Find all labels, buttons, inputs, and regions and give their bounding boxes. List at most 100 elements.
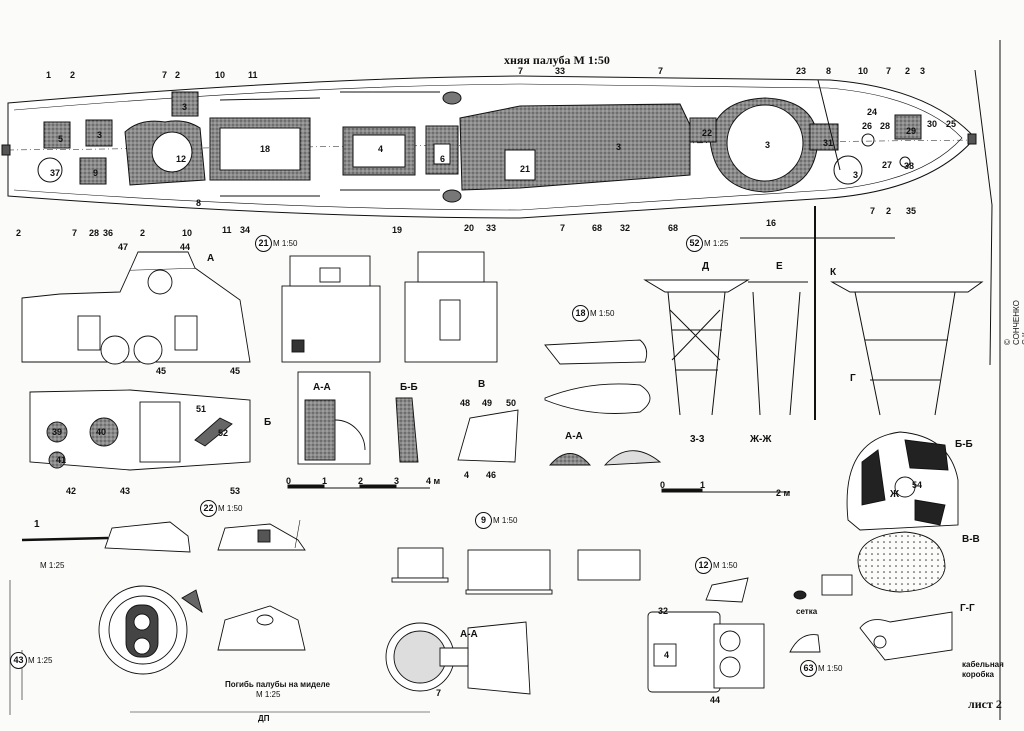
section-a-marker: А [207,253,215,264]
detail-callout: 41 [56,455,67,465]
deck-callout: 68 [592,223,603,233]
deck-callout: 35 [906,206,917,216]
section-d-marker: Д [702,261,710,272]
scale-tick-1: 1 [322,476,328,486]
deck-callout: 32 [620,223,631,233]
scale2-tick-0: 0 [660,480,666,490]
deck-callout: 68 [668,223,679,233]
detail-callout: 44 [180,242,191,252]
detail-18-scale: М 1:50 [590,309,615,318]
detail-callout: 52 [218,428,229,438]
view-21-wheelhouse [21,251,251,471]
deck-callout: 3 [853,170,859,180]
deck-callout: 5 [58,134,64,144]
detail-callout: 50 [506,398,517,408]
deck-callout: 10 [215,70,226,80]
deck-callout: 27 [882,160,893,170]
detail-callout: 51 [196,404,207,414]
detail-18-circle: 18 [572,305,589,322]
deck-callout: 11 [222,225,232,235]
section-bb-21: Б-Б [400,382,418,393]
detail-callout: 43 [120,486,131,496]
deck-callout: 11 [248,70,258,80]
deck-callout: 1 [46,70,52,80]
detail-21-circle: 21 [255,235,272,252]
section-v-marker: В [478,379,486,390]
deck-callout: 34 [240,225,251,235]
detail-callout: 39 [52,427,63,437]
detail-52-circle: 52 [686,235,703,252]
view-52-mast [643,40,1001,720]
deck-callout: 6 [440,154,446,164]
deck-callout: 25 [946,119,957,129]
deck-callout: 4 [378,144,384,154]
deck-callout: 9 [93,168,99,178]
section-jj: Ж-Ж [750,434,772,445]
section-gg: Г-Г [960,603,975,614]
deck-callout: 16 [766,218,777,228]
detail-22-scale: М 1:50 [218,504,243,513]
section-vv: В-В [962,534,980,545]
detail-callout: 44 [710,695,721,705]
detail-callout: 32 [658,606,669,616]
detail-9-circle: 9 [475,512,492,529]
dp-label: ДП [258,714,270,723]
deck-callout: 8 [196,198,202,208]
detail-1-number: 1 [34,519,40,530]
deck-callout: 38 [904,161,915,171]
detail-callout: 47 [118,242,129,252]
deck-title: хняя палуба М 1:50 [504,53,610,67]
deck-callout: 31 [823,138,834,148]
detail-12-scale: М 1:50 [713,561,738,570]
deck-callout: 8 [826,66,832,76]
deck-callout: 18 [260,144,271,154]
section-e-marker: Е [776,261,783,272]
view-22-turret [21,521,306,675]
deck-plan [1,75,977,219]
view-18-boat [457,339,662,466]
scale-tick-0: 0 [286,476,292,486]
deck-callout: 10 [858,66,869,76]
deck-callout: 10 [182,228,193,238]
detail-callout: 45 [230,366,241,376]
deck-callout: 2 [886,206,892,216]
deck-callout: 3 [616,142,622,152]
section-aa-21: А-А [313,382,331,393]
detail-callout: 7 [436,688,442,698]
deck-callout: 30 [927,119,938,129]
deck-callout: 7 [886,66,892,76]
deck-callout: 21 [520,164,531,174]
detail-callout: 54 [912,480,923,490]
scale2-tick-2: 2 м [776,488,791,498]
deck-callout: 3 [920,66,926,76]
detail-callout: 49 [482,398,493,408]
deck-callout: 28 [89,228,100,238]
view-9-gun [385,547,641,695]
deck-callout: 7 [870,206,876,216]
deck-callout: 3 [182,102,188,112]
deck-callout: 20 [464,223,475,233]
detail-callout: 45 [156,366,167,376]
section-k-marker: К [830,267,837,278]
deck-callout: 22 [702,128,713,138]
deck-callout: 2 [175,70,181,80]
detail-callout: 46 [486,470,497,480]
deck-callout: 2 [905,66,911,76]
deck-callout: 33 [486,223,497,233]
cable-box-label: кабельная коробка [962,660,1004,679]
deck-callout: 33 [555,66,566,76]
detail-43-scale: М 1:25 [28,656,53,665]
detail-43-circle: 43 [10,652,27,669]
deck-callout: 19 [392,225,403,235]
sheet-number: лист 2 [968,697,1002,711]
deck-callout: 23 [796,66,807,76]
detail-1-scale: М 1:25 [40,561,65,570]
view-12-detail [647,574,853,693]
detail-callout: 53 [230,486,241,496]
section-b-marker: Б [264,417,272,428]
deck-callout: 2 [70,70,76,80]
deck-callout: 37 [50,168,61,178]
deck-callout: 24 [867,107,878,117]
deck-callout: 7 [72,228,78,238]
